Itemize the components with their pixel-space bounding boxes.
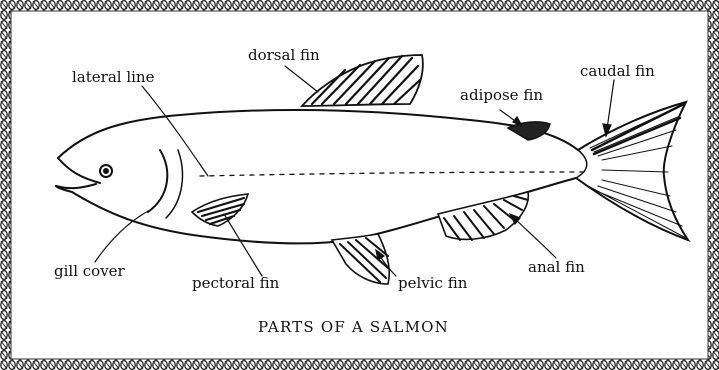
label-adipose-fin: adipose fin <box>460 86 543 104</box>
label-gill-cover: gill cover <box>54 262 126 280</box>
label-anal-fin: anal fin <box>528 258 585 276</box>
label-pelvic-fin: pelvic fin <box>398 274 468 292</box>
label-pectoral-fin: pectoral fin <box>192 274 280 292</box>
diagram-caption: PARTS OF A SALMON <box>258 318 449 336</box>
label-caudal-fin: caudal fin <box>580 62 655 80</box>
label-dorsal-fin: dorsal fin <box>248 46 320 64</box>
label-lateral-line: lateral line <box>72 68 155 86</box>
